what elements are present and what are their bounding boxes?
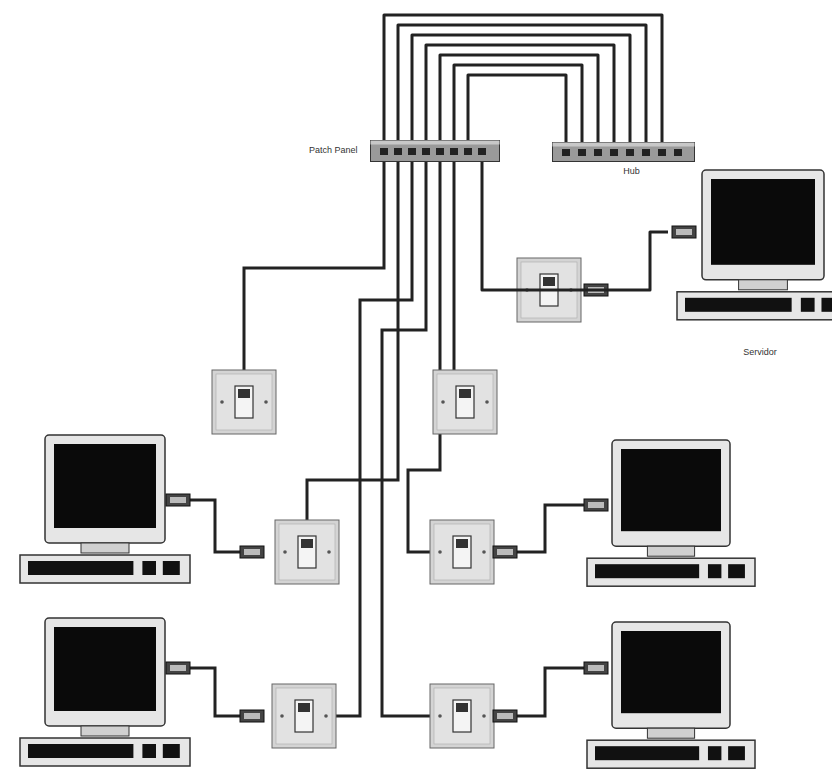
rj45-plug xyxy=(584,662,608,674)
device-label: Servidor xyxy=(743,348,777,358)
wall-outlet xyxy=(275,520,339,584)
patch-panel: Patch Panel xyxy=(309,140,500,162)
network-cable xyxy=(482,162,668,290)
network-cable xyxy=(412,35,630,142)
device-label: Hub xyxy=(623,167,640,177)
workstation xyxy=(587,440,755,586)
wall-outlet xyxy=(430,684,494,748)
rj45-plug xyxy=(584,499,608,511)
network-cable xyxy=(426,45,614,142)
cable xyxy=(336,162,412,716)
rj45-plug xyxy=(240,710,264,722)
rj45-plug xyxy=(493,546,517,558)
rj45-plug xyxy=(672,226,696,238)
wall-outlet xyxy=(212,370,276,434)
wall-outlet xyxy=(272,684,336,748)
cable xyxy=(408,162,440,552)
network-cable xyxy=(398,25,646,142)
rj45-plug xyxy=(166,494,190,506)
server-illustration xyxy=(668,168,832,344)
cable xyxy=(505,505,598,552)
network-cable xyxy=(454,65,582,142)
cable xyxy=(505,668,598,716)
cable xyxy=(453,162,456,370)
device-body xyxy=(552,142,695,162)
rj45-plug xyxy=(240,546,264,558)
network-cable xyxy=(440,55,598,142)
cable xyxy=(307,162,398,520)
rj45-plug xyxy=(493,710,517,722)
cable xyxy=(178,500,262,552)
workstation xyxy=(587,622,755,768)
cable xyxy=(382,162,430,716)
network-cable xyxy=(468,75,566,142)
device-label: Patch Panel xyxy=(309,146,358,156)
workstation xyxy=(20,435,190,583)
server-computer: Servidor xyxy=(668,168,832,360)
workstation xyxy=(20,618,190,766)
cable xyxy=(244,162,384,370)
device-body xyxy=(370,140,500,162)
network-cable xyxy=(384,15,662,142)
cable xyxy=(178,668,262,716)
wall-outlet xyxy=(430,520,494,584)
rj45-plug xyxy=(166,662,190,674)
wall-outlet xyxy=(433,370,497,434)
network-hub: Hub xyxy=(552,142,695,178)
